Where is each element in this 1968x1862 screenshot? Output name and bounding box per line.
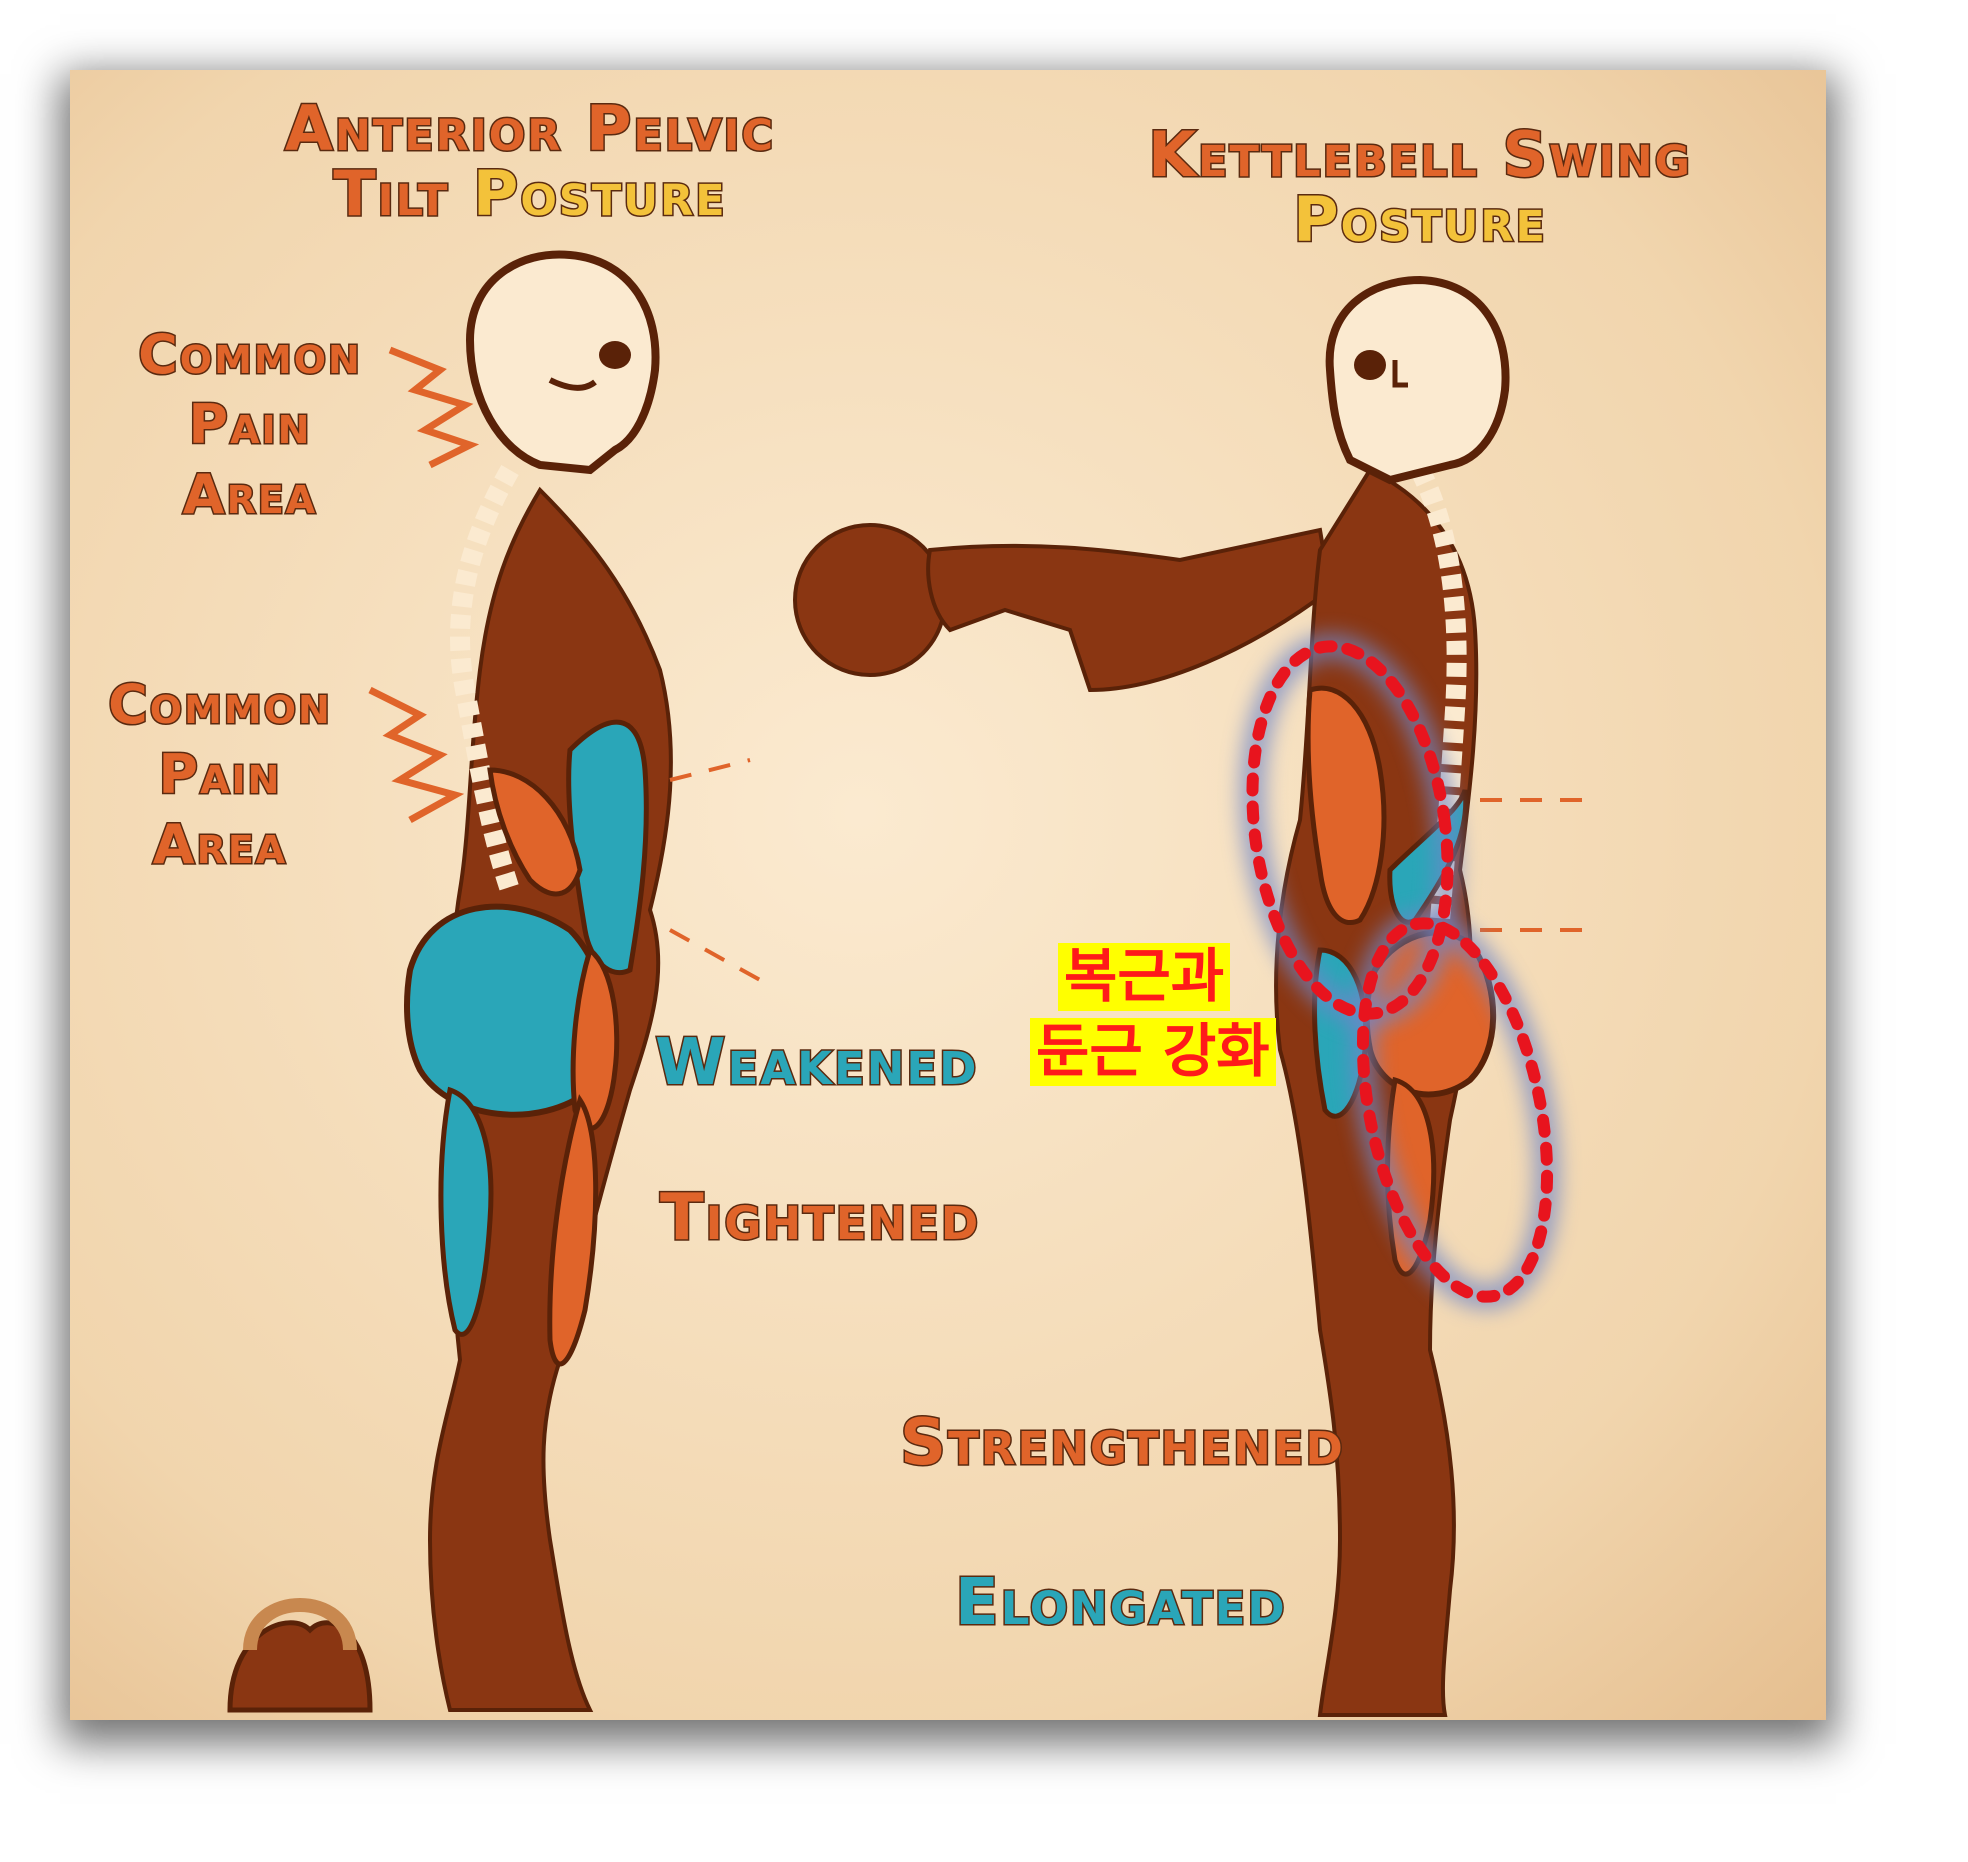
right-figure (793, 275, 1590, 1717)
pain-burst-upper (388, 346, 480, 469)
left-orange-hipflexor (570, 945, 620, 1131)
pain-label-upper-line1: Common (137, 321, 362, 387)
right-skull (1325, 275, 1510, 485)
left-title: Anterior Pelvic Tilt Posture (270, 92, 790, 228)
legend-elongated: Elongated (954, 1566, 1287, 1640)
left-title-line2: Tilt Posture (270, 160, 790, 228)
pain-label-upper: Common Pain Area (100, 320, 400, 531)
legend-strengthened: Strengthened (899, 1406, 1345, 1480)
paper-background (70, 70, 1826, 1720)
kettlebell-icon-bottom (227, 1598, 373, 1713)
left-teal-hamstring (438, 1086, 494, 1337)
left-figure (368, 250, 761, 1712)
left-skull (465, 250, 660, 475)
pain-label-lower-line1: Common (107, 671, 332, 737)
illustration-frame: Anterior Pelvic Tilt Posture Kettlebell … (70, 70, 1826, 1720)
right-dash-lines (1480, 798, 1590, 932)
pain-label-lower-line3: Area (151, 812, 288, 878)
right-spine (1411, 465, 1467, 921)
pain-label-lower: Common Pain Area (70, 670, 370, 881)
korean-annotation-line2: 둔근 강화 (1030, 1018, 1276, 1086)
left-dash-lines (669, 758, 761, 982)
posture-illustration (70, 70, 1826, 1720)
pain-label-lower-line2: Pain (157, 742, 282, 808)
left-title-tilt: Tilt (332, 157, 473, 231)
korean-annotation-line1: 복근과 (1058, 943, 1231, 1011)
pain-burst-lower (368, 686, 465, 824)
left-title-posture: Posture (471, 157, 727, 231)
left-orange-back (487, 767, 583, 897)
pain-label-upper-line3: Area (181, 462, 318, 528)
left-orange-quad (547, 1094, 599, 1367)
left-title-line1: Anterior Pelvic (283, 92, 776, 165)
right-title: Kettlebell Swing Posture (1080, 118, 1760, 257)
right-arm (926, 527, 1333, 693)
legend-tightened: Tightened (658, 1181, 981, 1255)
right-orange-abs (1305, 685, 1387, 925)
right-title-line1: Kettlebell Swing (1147, 118, 1692, 191)
kettlebell (793, 523, 947, 677)
left-spine (450, 465, 520, 894)
legend-weakened: Weakened (654, 1026, 979, 1100)
glute-highlight-ring[interactable] (1332, 906, 1577, 1313)
abs-highlight-ring[interactable] (1230, 634, 1470, 1027)
right-title-line2: Posture (1292, 183, 1547, 257)
pain-label-upper-line2: Pain (187, 392, 312, 458)
